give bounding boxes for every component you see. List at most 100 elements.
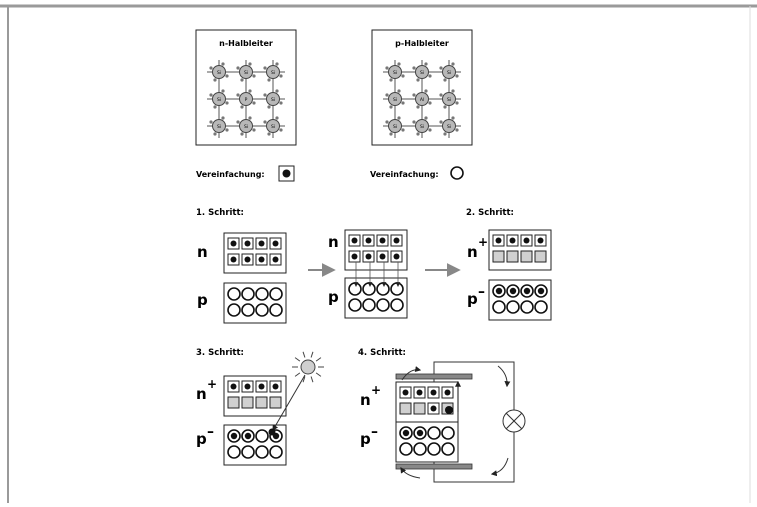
valence-electron — [397, 116, 401, 120]
valence-electron — [225, 128, 229, 132]
atom-label: Si — [244, 124, 248, 130]
electron-dot — [351, 253, 358, 260]
atom — [388, 65, 402, 79]
electron-dot — [430, 405, 437, 412]
valence-electron — [221, 62, 225, 66]
hole — [227, 303, 241, 317]
valence-electron — [236, 120, 240, 124]
step4-plus-sign: + — [371, 383, 381, 397]
atom — [415, 65, 429, 79]
p-simplification-legend: Vereinfachung: — [370, 166, 464, 180]
electron-dot — [244, 383, 251, 390]
n-simplification-legend: Vereinfachung: — [196, 165, 295, 182]
electron-dot — [379, 237, 386, 244]
ionized-donor-cell — [520, 250, 533, 263]
captured-electron — [537, 287, 545, 295]
sun-ray — [310, 351, 314, 358]
atom-label: Si — [393, 124, 397, 130]
step3-title: 3. Schritt: — [196, 348, 244, 358]
valence-electron — [209, 120, 213, 124]
valence-electron — [424, 89, 428, 93]
electron-dot — [379, 253, 386, 260]
valence-electron — [385, 120, 389, 124]
valence-electron — [209, 66, 213, 70]
step3-minus-sign: – — [207, 424, 214, 440]
step3-p-block — [223, 424, 287, 466]
valence-electron — [439, 120, 443, 124]
captured-electron — [416, 429, 424, 437]
atom — [239, 92, 253, 106]
hole — [255, 287, 269, 301]
valence-electron — [209, 93, 213, 97]
p-lattice-title: p-Halbleiter — [395, 39, 449, 48]
hole — [376, 282, 390, 296]
hole — [348, 298, 362, 312]
valence-electron — [248, 116, 252, 120]
hole — [427, 442, 441, 456]
hole — [348, 282, 362, 296]
step1b-n-label: n — [328, 233, 339, 251]
electron-dot — [244, 256, 251, 263]
step4-title: 4. Schritt: — [358, 348, 406, 358]
valence-electron — [385, 93, 389, 97]
captured-electron — [230, 432, 238, 440]
captured-electron — [402, 429, 410, 437]
valence-electron — [412, 120, 416, 124]
valence-electron — [443, 132, 447, 136]
hole — [441, 442, 455, 456]
electron-dot — [244, 240, 251, 247]
atom-label: Si — [217, 124, 221, 130]
valence-electron — [416, 132, 420, 136]
electron-dot — [258, 240, 265, 247]
step4-circuit: n + p – — [360, 361, 526, 483]
valence-electron — [443, 78, 447, 82]
n-lattice-title: n-Halbleiter — [219, 39, 273, 48]
atom-label: P — [245, 97, 248, 103]
valence-electron — [424, 116, 428, 120]
atom — [212, 92, 226, 106]
electron-dot — [495, 237, 502, 244]
step2-plus-sign: + — [478, 235, 488, 249]
hole — [362, 282, 376, 296]
electron-dot — [416, 389, 423, 396]
electron-dot — [393, 253, 400, 260]
n-simplification-label: Vereinfachung: — [196, 170, 265, 179]
valence-electron — [263, 120, 267, 124]
step2-p-block — [488, 279, 552, 321]
electron-dot — [402, 389, 409, 396]
electron-dot — [258, 383, 265, 390]
current-arrow-top-right — [497, 365, 511, 388]
valence-electron — [428, 128, 432, 132]
ionized-donor-cell — [506, 250, 519, 263]
step1-p-block — [223, 282, 287, 324]
atom — [212, 65, 226, 79]
valence-electron — [267, 105, 271, 109]
step1b-p-label: p — [328, 288, 339, 306]
lamp-icon — [502, 409, 526, 433]
hole — [241, 445, 255, 459]
step3-p-label: p — [196, 430, 207, 448]
step2-p-label: p — [467, 290, 478, 308]
atom-label: Si — [447, 97, 451, 103]
atom-label: Si — [447, 70, 451, 76]
electron-dot — [537, 237, 544, 244]
atom — [212, 119, 226, 133]
moving-electron — [445, 406, 453, 414]
atom-label: Si — [447, 124, 451, 130]
hole — [227, 287, 241, 301]
step1-n-label: n — [197, 243, 208, 261]
step4-n-block — [395, 381, 459, 423]
valence-electron — [267, 132, 271, 136]
valence-electron — [225, 74, 229, 78]
diffusion-arrows — [353, 262, 401, 287]
step1-title: 1. Schritt: — [196, 208, 244, 218]
p-simplification-label: Vereinfachung: — [370, 170, 439, 179]
step4-p-label: p — [360, 430, 371, 448]
electron-dot — [230, 383, 237, 390]
atom-label: Si — [271, 97, 275, 103]
valence-electron — [263, 66, 267, 70]
valence-electron — [439, 66, 443, 70]
atom-label: Si — [271, 124, 275, 130]
